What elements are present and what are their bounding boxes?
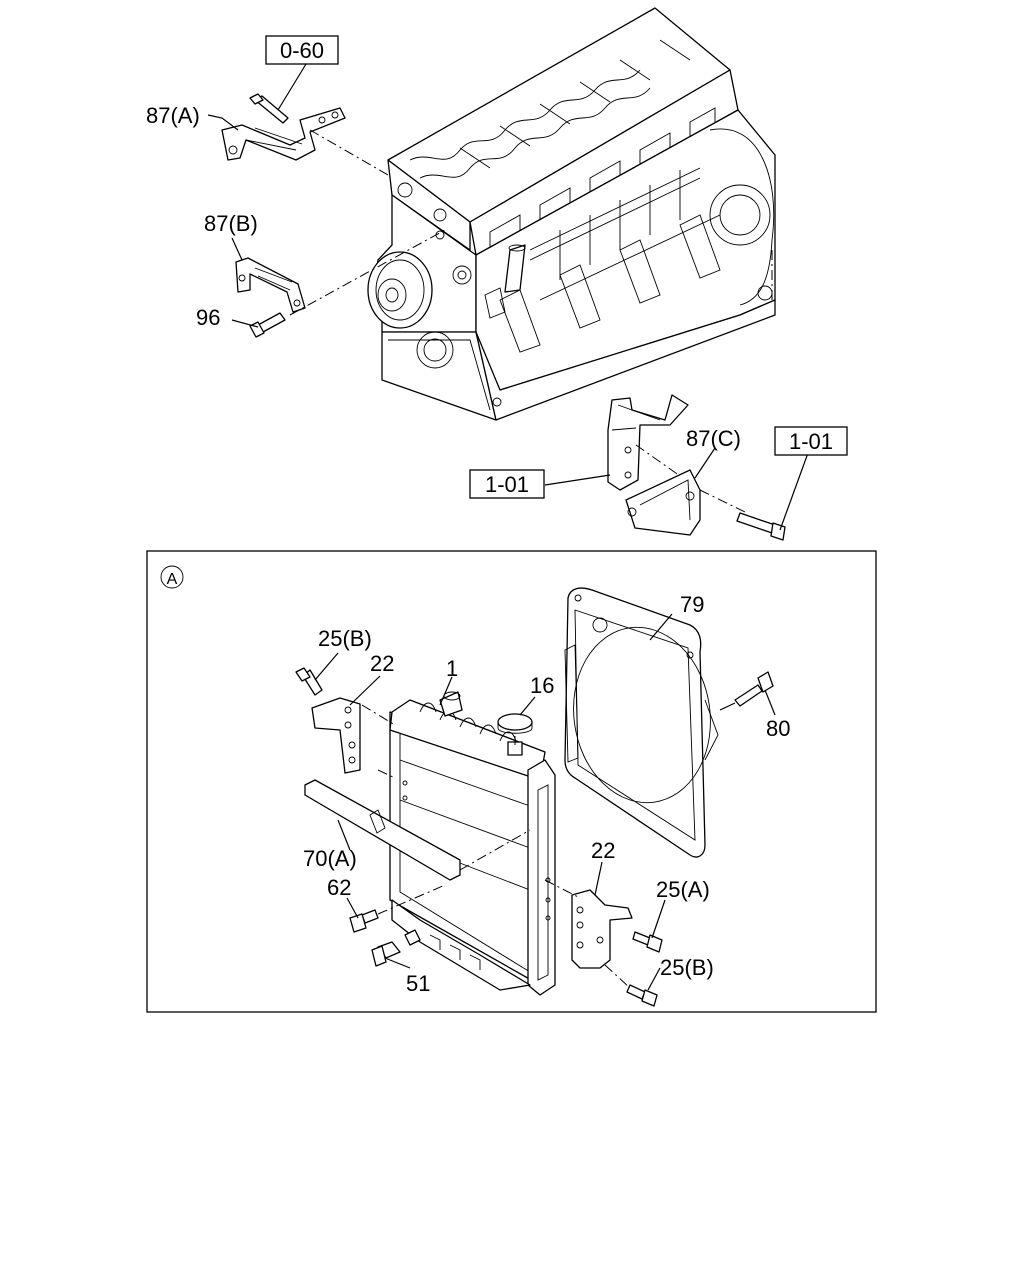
part-label-1: 1 — [446, 656, 458, 681]
bolt-62 — [349, 884, 446, 933]
top-leaders — [207, 63, 809, 531]
bracket-87a — [221, 93, 389, 176]
drain-cock-51 — [371, 929, 421, 967]
ref-box-1-01-right — [774, 426, 848, 456]
part-label-22-bottom: 22 — [591, 838, 615, 863]
fan-shroud-79 — [564, 587, 719, 858]
ref-label-0-60: 0-60 — [280, 38, 324, 63]
bracket-22-bottom — [544, 879, 663, 1007]
part-label-87a: 87(A) — [146, 103, 200, 128]
engine-block — [367, 7, 776, 421]
detail-leaders — [314, 613, 776, 991]
bracket-87c — [607, 394, 786, 541]
ref-box-1-01-left — [469, 469, 545, 499]
support-bar-70a — [304, 779, 531, 881]
part-label-25a: 25(A) — [656, 877, 710, 902]
part-label-22-top: 22 — [370, 651, 394, 676]
part-label-80: 80 — [766, 716, 790, 741]
ref-label-1-01-right: 1-01 — [789, 429, 833, 454]
bolt-80 — [719, 671, 774, 711]
part-label-70a: 70(A) — [303, 846, 357, 871]
ref-label-1-01-left: 1-01 — [485, 472, 529, 497]
part-label-87b: 87(B) — [204, 211, 258, 236]
part-label-62: 62 — [327, 875, 351, 900]
part-label-96: 96 — [196, 305, 220, 330]
detail-marker-label: A — [167, 571, 178, 588]
part-label-51: 51 — [406, 971, 430, 996]
part-label-25b-bottom: 25(B) — [660, 955, 714, 980]
part-label-79: 79 — [680, 592, 704, 617]
radiator-cap-16 — [497, 713, 533, 745]
part-label-87c: 87(C) — [686, 426, 741, 451]
ref-box-0-60 — [265, 35, 339, 65]
bracket-22-top — [295, 667, 396, 779]
part-label-16: 16 — [530, 673, 554, 698]
detail-marker-circle — [160, 565, 184, 589]
radiator-core — [389, 691, 556, 996]
part-label-25b-top: 25(B) — [318, 626, 372, 651]
